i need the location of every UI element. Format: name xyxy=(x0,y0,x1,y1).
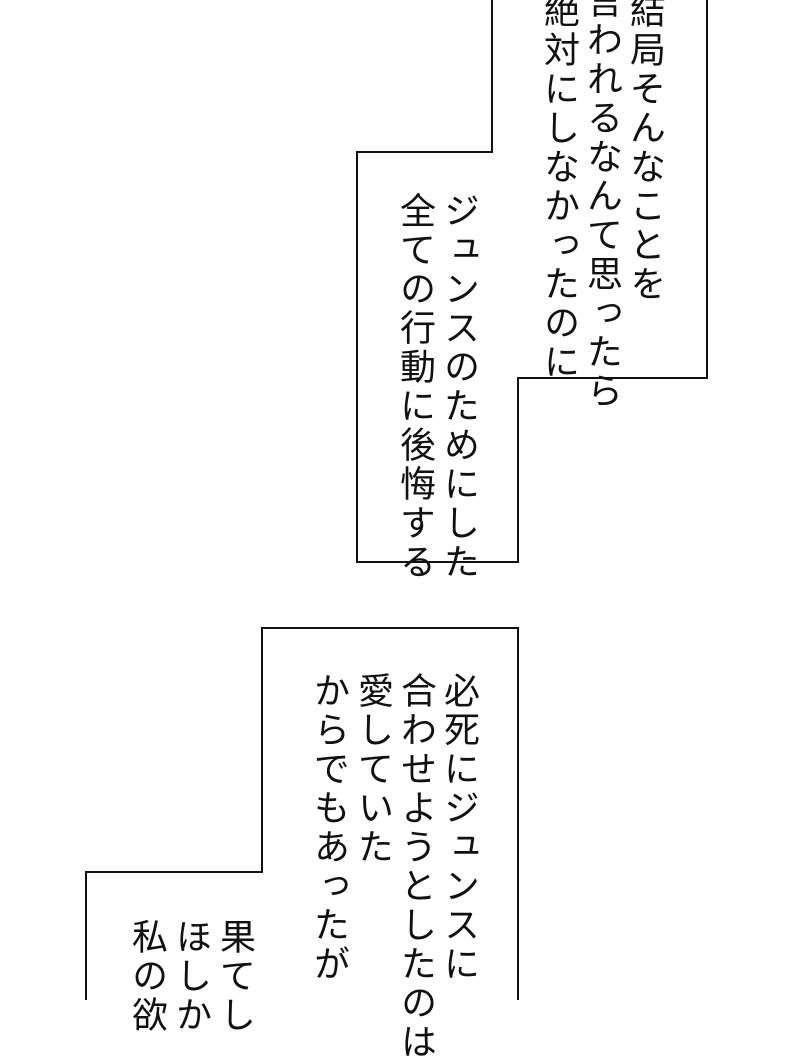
bottom-box-line-3: 私の欲 xyxy=(126,918,167,1035)
lower-speech-box-outline xyxy=(85,627,519,1000)
bottom-box-line-2: ほしか xyxy=(170,918,211,1035)
upper-speech-box-outline xyxy=(356,0,708,563)
middle-box-line-2: 全ての行動に後悔する xyxy=(394,192,435,582)
bottom-box-line-1: 果てし xyxy=(214,918,255,1035)
lower-box-line-1: 必死にジュンスに xyxy=(438,672,479,984)
speech-box-outlines xyxy=(85,0,708,1000)
top-box-line-1: 結局そんなことを xyxy=(624,0,665,304)
top-box-line-2: 言われるなんて思ったら xyxy=(581,0,622,411)
lower-box-line-2: 合わせようとしたのは xyxy=(395,672,436,1062)
middle-box-line-1: ジュンスのためにした xyxy=(438,192,479,582)
lower-box-line-4: からでもあったが xyxy=(308,672,349,984)
top-box-line-3: 絶対にしなかったのに xyxy=(538,0,579,382)
lower-box-line-3: 愛していた xyxy=(352,672,393,867)
